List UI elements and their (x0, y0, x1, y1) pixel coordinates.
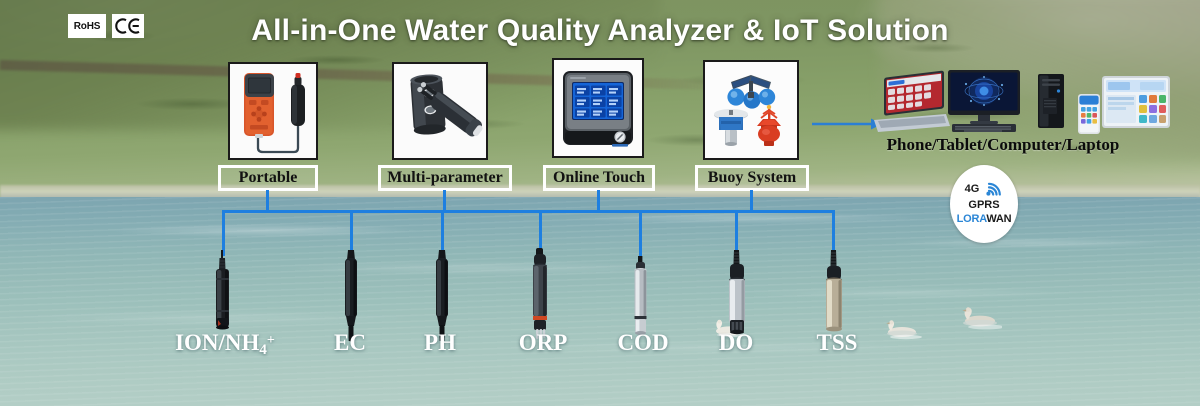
lorawan-rest-text: WAN (986, 213, 1012, 225)
product-label-portable: Portable (218, 165, 318, 191)
probe-label-orp-text: ORP (518, 330, 568, 355)
probe-ec[interactable] (337, 250, 365, 342)
bird-swimming-right (962, 307, 1002, 330)
wire-drop-orp (539, 210, 542, 256)
probe-label-cod: COD (598, 330, 688, 356)
bird-swimming-left (886, 320, 922, 340)
probe-orp[interactable] (525, 248, 555, 344)
wire-drop-online-touch (597, 190, 600, 212)
buoy-station-photo (705, 62, 797, 158)
probe-label-ph-text: PH (424, 330, 456, 355)
connectivity-badge: 4G GPRS LORAWAN (950, 165, 1018, 243)
probe-label-ec-text: EC (334, 330, 366, 355)
connectivity-4g-label: 4G (964, 183, 980, 195)
smartphone-icon (1078, 94, 1100, 134)
wire-drop-ph (441, 210, 444, 256)
product-label-online-touch: Online Touch (543, 165, 655, 191)
probe-label-ion-nh4-sup: + (266, 333, 275, 348)
ce-badge (112, 14, 144, 38)
probe-label-do: DO (700, 330, 772, 356)
wire-drop-tss (832, 210, 835, 256)
probe-label-ph: PH (400, 330, 480, 356)
product-label-buoy-system: Buoy System (695, 165, 809, 191)
product-label-buoy-system-text: Buoy System (707, 169, 797, 186)
probe-ion-nh4[interactable] (206, 248, 240, 338)
probe-label-ion-nh4-text: ION/NH (175, 330, 260, 355)
product-label-multi-parameter: Multi-parameter (378, 165, 512, 191)
touchscreen-controller-photo (554, 60, 642, 156)
wire-drop-ion (222, 210, 225, 256)
desktop-monitor-icon (948, 70, 1020, 132)
rohs-label: RoHS (73, 20, 101, 32)
product-card-portable[interactable] (228, 62, 318, 160)
rohs-badge: RoHS (68, 14, 106, 38)
wire-drop-do (735, 210, 738, 256)
wire-drop-multi-parameter (443, 190, 446, 212)
page-title: All-in-One Water Quality Analyzer & IoT … (251, 14, 949, 47)
product-card-online-touch[interactable] (552, 58, 644, 158)
multiparameter-sonde-photo (394, 64, 486, 158)
wifi-signal-icon (986, 182, 1002, 196)
probe-ph[interactable] (428, 250, 456, 342)
sensor-bus-line (222, 210, 834, 213)
product-label-portable-text: Portable (238, 169, 298, 186)
desktop-tower-icon (1038, 74, 1064, 128)
probe-label-ion-nh4: ION/NH4+ (160, 330, 290, 359)
probe-do[interactable] (722, 250, 752, 340)
laptop-device-icon (874, 70, 950, 132)
product-card-multi-parameter[interactable] (392, 62, 488, 160)
connectivity-gprs-label: GPRS (968, 199, 1000, 211)
product-card-buoy-system[interactable] (703, 60, 799, 160)
wire-drop-portable (266, 190, 269, 212)
ce-mark-icon (115, 18, 140, 34)
product-label-multi-parameter-text: Multi-parameter (387, 169, 503, 186)
end-devices-caption: Phone/Tablet/Computer/Laptop (886, 135, 1120, 154)
probe-cod[interactable] (629, 256, 653, 338)
wire-drop-ec (350, 210, 353, 256)
probe-label-orp: ORP (500, 330, 586, 356)
product-label-online-touch-text: Online Touch (552, 169, 646, 186)
handheld-meter-photo (230, 64, 316, 158)
probe-label-ion-nh4-sub: 4 (259, 342, 267, 358)
probe-label-tss-text: TSS (816, 330, 858, 355)
connectivity-lorawan-label: LORAWAN (957, 213, 1012, 225)
probe-label-tss: TSS (798, 330, 876, 356)
lorawan-accent-text: LORA (956, 213, 987, 225)
wire-drop-buoy-system (750, 190, 753, 212)
probe-tss[interactable] (819, 250, 849, 336)
probe-label-cod-text: COD (617, 330, 669, 355)
water-shimmer-overlay (0, 197, 1200, 406)
wire-drop-cod (639, 210, 642, 262)
tablet-icon (1102, 76, 1170, 128)
probe-label-ec: EC (310, 330, 390, 356)
probe-label-do-text: DO (718, 330, 754, 355)
